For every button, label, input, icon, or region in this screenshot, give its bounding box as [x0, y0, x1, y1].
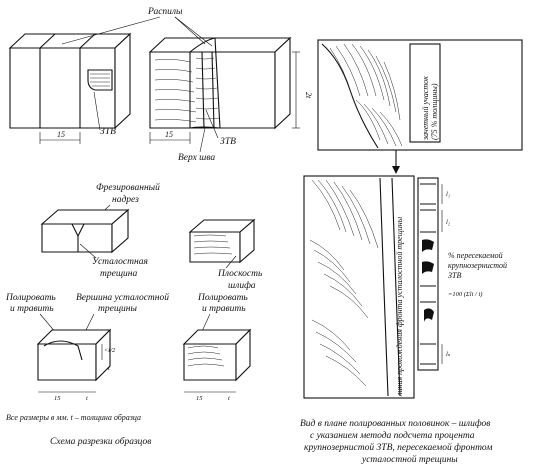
dim-lt2: <t/2 [104, 347, 116, 354]
specimen-block-weld [148, 36, 300, 144]
half-specimen-left [36, 328, 112, 393]
right-caption-3: крупнозернистой ЗТВ, пересекаемой фронто… [304, 442, 492, 453]
polish-etch-right-2: и травить [202, 304, 246, 314]
dim-15-b: 15 [165, 130, 173, 139]
specimen-block-left [8, 32, 132, 144]
percent-formula: =100 (Σli / t) [448, 291, 482, 298]
crack-front-line-label: линия прохождения фронта усталостной тре… [395, 216, 404, 397]
milled-notch-label-2: надрез [112, 194, 139, 205]
polish-plane-label-1: Плоскость [217, 269, 263, 279]
right-caption-4: усталостной трещины [361, 454, 458, 465]
percent-label-3: ЗТВ [448, 271, 462, 280]
haz-label-left: ЗТВ [100, 127, 116, 137]
segment-strip [417, 177, 443, 371]
count-area-label-2: (75 % толщины) [430, 83, 439, 140]
polished-half-detail [303, 175, 415, 399]
segment-l1: l₁ [446, 191, 450, 198]
fatigue-crack-label-2: трещина [100, 269, 137, 279]
right-caption-2: с указанием метода подсчета процента [310, 430, 475, 441]
segment-l2: l₂ [446, 219, 451, 226]
cuts-label: Распилы [147, 7, 183, 17]
dim-t: t [108, 365, 110, 372]
dim-2t: 2t [304, 92, 313, 99]
half-specimen-right [182, 328, 252, 393]
macro-section-view [317, 39, 523, 151]
polish-plane-label-2: шлифа [228, 280, 256, 291]
fatigue-crack-label-1: Усталостная [92, 257, 148, 267]
polish-plane-specimen [188, 218, 256, 264]
count-area-label-1: зачетный участок [421, 76, 430, 141]
dim-t-c: t [86, 395, 88, 402]
crack-tip-label-2: трещины [98, 304, 137, 314]
polish-etch-right-1: Полировать [197, 293, 248, 303]
dim-15-d: 15 [196, 395, 203, 402]
right-caption-1: Вид в плане полированных половинок – шли… [300, 418, 490, 429]
sizes-note: Все размеры в мм. t – толщина образца [6, 413, 141, 422]
dim-15-a: 15 [57, 130, 65, 139]
notched-specimen [40, 208, 130, 254]
crack-tip-label-1: Вершина усталостной [76, 292, 169, 303]
haz-label-right: ЗТВ [220, 137, 236, 147]
polish-etch-left-1: Полировать [5, 293, 56, 303]
milled-notch-label-1: Фрезированный [96, 182, 160, 193]
percent-label-2: крупнозернистой [448, 261, 507, 270]
weld-top-label: Верх шва [178, 153, 215, 163]
dim-t-d: t [228, 395, 230, 402]
polish-etch-left-2: и травить [10, 304, 54, 314]
segment-ln: lₙ [446, 351, 451, 358]
dim-15-c: 15 [54, 395, 61, 402]
left-caption: Схема разрезки образцов [50, 436, 151, 447]
percent-label-1: % пересекаемой [448, 251, 503, 260]
